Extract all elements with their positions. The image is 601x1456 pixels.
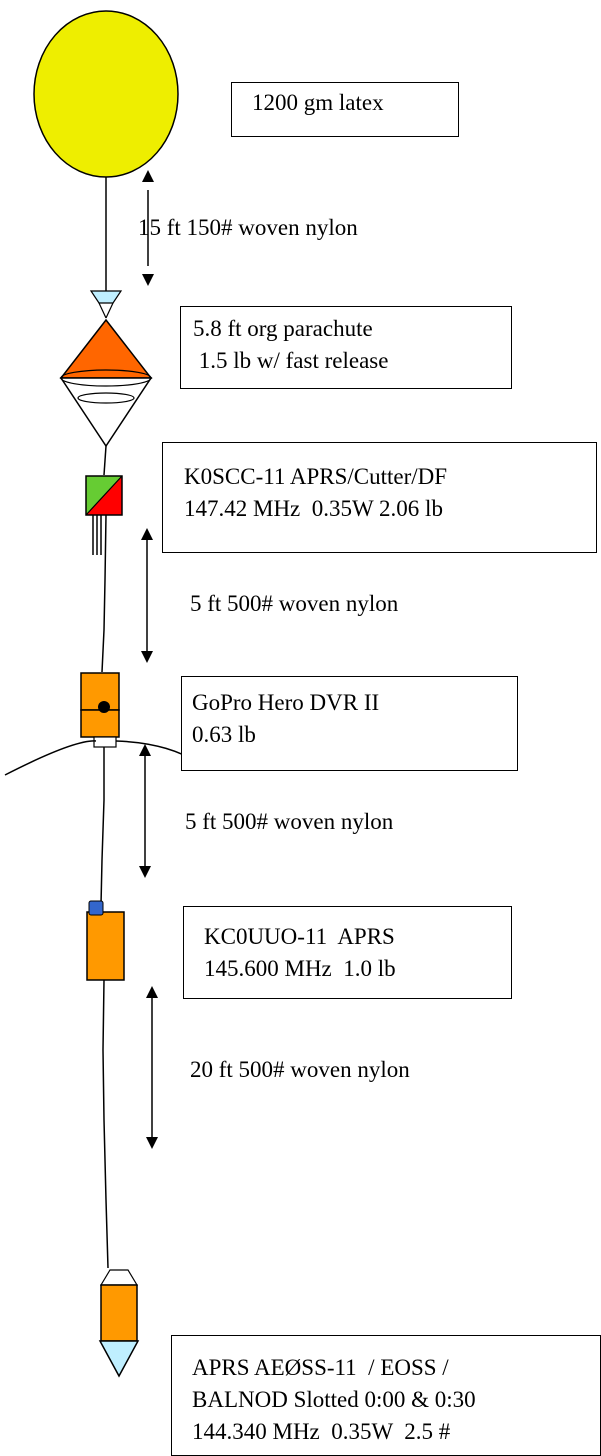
balloon-shape — [33, 10, 179, 178]
payload-package — [100, 1284, 138, 1342]
parachute-shroud — [59, 377, 153, 448]
payload-label-box: APRS AEØSS-11 / EOSS / BALNOD Slotted 0:… — [171, 1335, 601, 1456]
balloon-label-box: 1200 gm latex — [231, 82, 459, 137]
payload-line: APRS AEØSS-11 / EOSS / — [192, 1355, 449, 1380]
tracker-package — [86, 911, 125, 981]
camera-line: 0.63 lb — [192, 722, 256, 747]
camera-line: GoPro Hero DVR II — [192, 690, 380, 715]
parachute-line: 5.8 ft org parachute — [193, 316, 373, 341]
segment-label: 5 ft 500# woven nylon — [185, 809, 394, 834]
rigging-line — [101, 514, 107, 673]
tracker-label-box: KC0UUO-11 APRS 145.600 MHz 1.0 lb — [183, 906, 512, 999]
tracker-line: KC0UUO-11 APRS — [204, 924, 395, 949]
parachute-label-box: 5.8 ft org parachute 1.5 lb w/ fast rele… — [180, 306, 512, 389]
segment-label: 15 ft 150# woven nylon — [138, 215, 358, 240]
payload-line: BALNOD Slotted 0:00 & 0:30 — [192, 1387, 476, 1412]
cutter-label-box: K0SCC-11 APRS/Cutter/DF 147.42 MHz 0.35W… — [162, 442, 597, 553]
parachute-line: 1.5 lb w/ fast release — [193, 348, 389, 373]
camera-label-box: GoPro Hero DVR II 0.63 lb — [181, 676, 518, 771]
cutter-line: 147.42 MHz 0.35W 2.06 lb — [184, 496, 443, 521]
payload-cone — [98, 1340, 140, 1378]
tracker-tag — [88, 900, 104, 916]
cutter-line: K0SCC-11 APRS/Cutter/DF — [184, 464, 448, 489]
segment-label: 5 ft 500# woven nylon — [190, 591, 399, 616]
tracker-line: 145.600 MHz 1.0 lb — [204, 956, 396, 981]
rigging-line — [100, 747, 105, 906]
connector-ring — [89, 290, 123, 304]
rigging-line — [102, 979, 109, 1269]
parachute-shape — [59, 318, 153, 379]
segment-label: 20 ft 500# woven nylon — [190, 1057, 410, 1082]
camera-lens-icon — [98, 701, 110, 713]
payload-line: 144.340 MHz 0.35W 2.5 # — [192, 1419, 451, 1444]
balloon-label: 1200 gm latex — [252, 90, 384, 115]
